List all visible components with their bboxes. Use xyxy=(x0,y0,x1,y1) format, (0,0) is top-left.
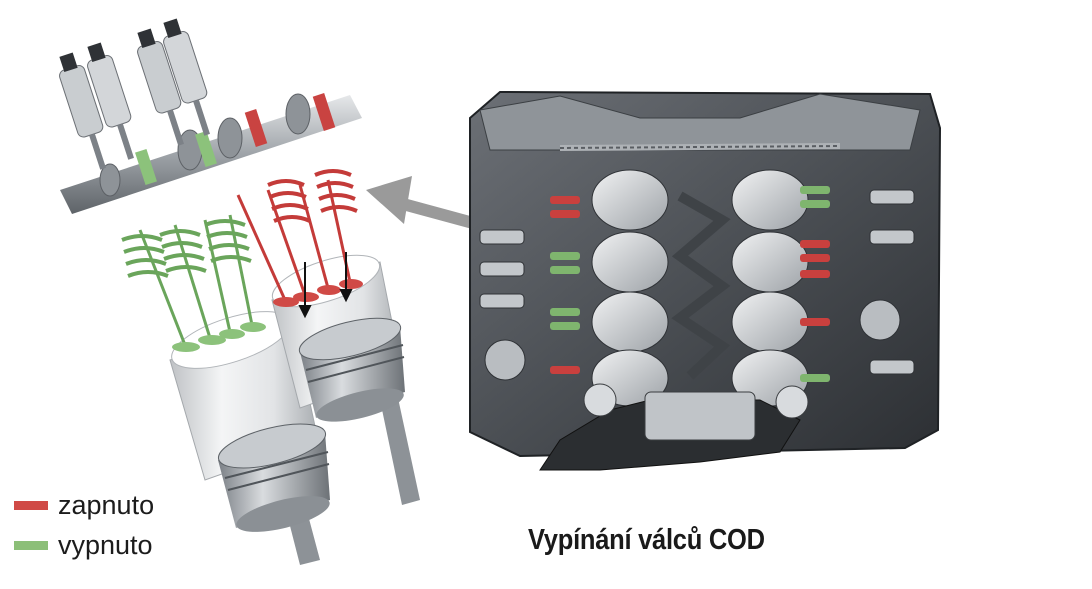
deactivated-valves xyxy=(121,214,254,346)
deactivated-valve-heads xyxy=(172,322,266,352)
engine-overview xyxy=(469,90,942,471)
legend-swatch-green xyxy=(14,541,48,550)
crankshaft xyxy=(671,191,731,380)
legend-label-deactivated: vypnuto xyxy=(58,530,153,560)
injectors xyxy=(479,189,915,375)
engine-active-valves xyxy=(550,196,830,374)
valvetrain-detail xyxy=(59,18,420,565)
legend-item-active: zapnuto xyxy=(14,492,154,519)
piston-right xyxy=(298,317,405,422)
cam-actuators xyxy=(59,18,210,170)
legend-item-deactivated: vypnuto xyxy=(14,532,153,559)
piston-left xyxy=(217,423,330,532)
intake-manifold xyxy=(539,383,809,471)
legend-swatch-red xyxy=(14,501,48,510)
camshaft xyxy=(60,93,362,214)
high-pressure-pumps xyxy=(484,299,901,381)
diagram-caption: Vypínání válců COD xyxy=(528,524,765,556)
engine-deactivated-valves xyxy=(550,186,830,382)
valve-motion-arrows xyxy=(298,252,353,319)
legend-label-active: zapnuto xyxy=(58,490,155,520)
